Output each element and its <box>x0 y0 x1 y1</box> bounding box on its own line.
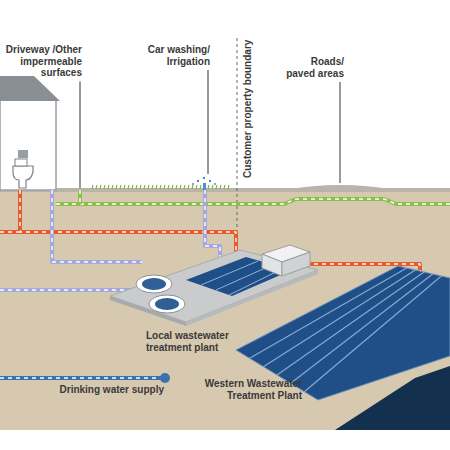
callout-label: Western Wastewater Treatment Plant <box>168 378 302 401</box>
grass <box>92 185 229 189</box>
pipe <box>0 288 134 292</box>
leader-line <box>80 82 81 189</box>
leader-line <box>340 82 341 183</box>
pipe <box>205 190 220 262</box>
sprinkler <box>192 177 216 190</box>
toilet <box>13 166 33 188</box>
leader-line <box>208 70 209 174</box>
water-body <box>335 366 450 430</box>
local-treatment-plant <box>110 245 318 326</box>
callout-label: Car washing/ Irrigation <box>140 44 210 67</box>
pipe-dash <box>56 199 450 204</box>
boundary-label: Customer property boundary <box>242 40 254 178</box>
callout-label: Local wastewater treatment plant <box>146 330 234 353</box>
pipe-dash <box>205 190 220 262</box>
pipe-dash <box>0 231 20 232</box>
house-roof <box>0 76 60 101</box>
pipe <box>52 190 142 262</box>
callout-label: Driveway /Other impermeable surfaces <box>4 44 82 79</box>
callout-label: Roads/ paved areas <box>282 56 344 79</box>
pipe <box>0 230 20 234</box>
pipe <box>78 190 82 204</box>
pipe-dash <box>52 190 142 262</box>
road <box>285 185 395 190</box>
legend-text: Drinking water supply <box>0 384 172 395</box>
legend-swatch <box>0 372 172 384</box>
house-wall <box>0 100 56 190</box>
cistern <box>18 150 28 158</box>
pipe-dash <box>0 289 134 290</box>
pipe <box>56 199 450 204</box>
pipe-dash <box>79 190 80 204</box>
legend-entry: Drinking water supply <box>0 372 172 395</box>
legend: Drinking water supply <box>0 372 172 395</box>
toilet-tank <box>15 159 27 166</box>
ground <box>0 190 450 430</box>
